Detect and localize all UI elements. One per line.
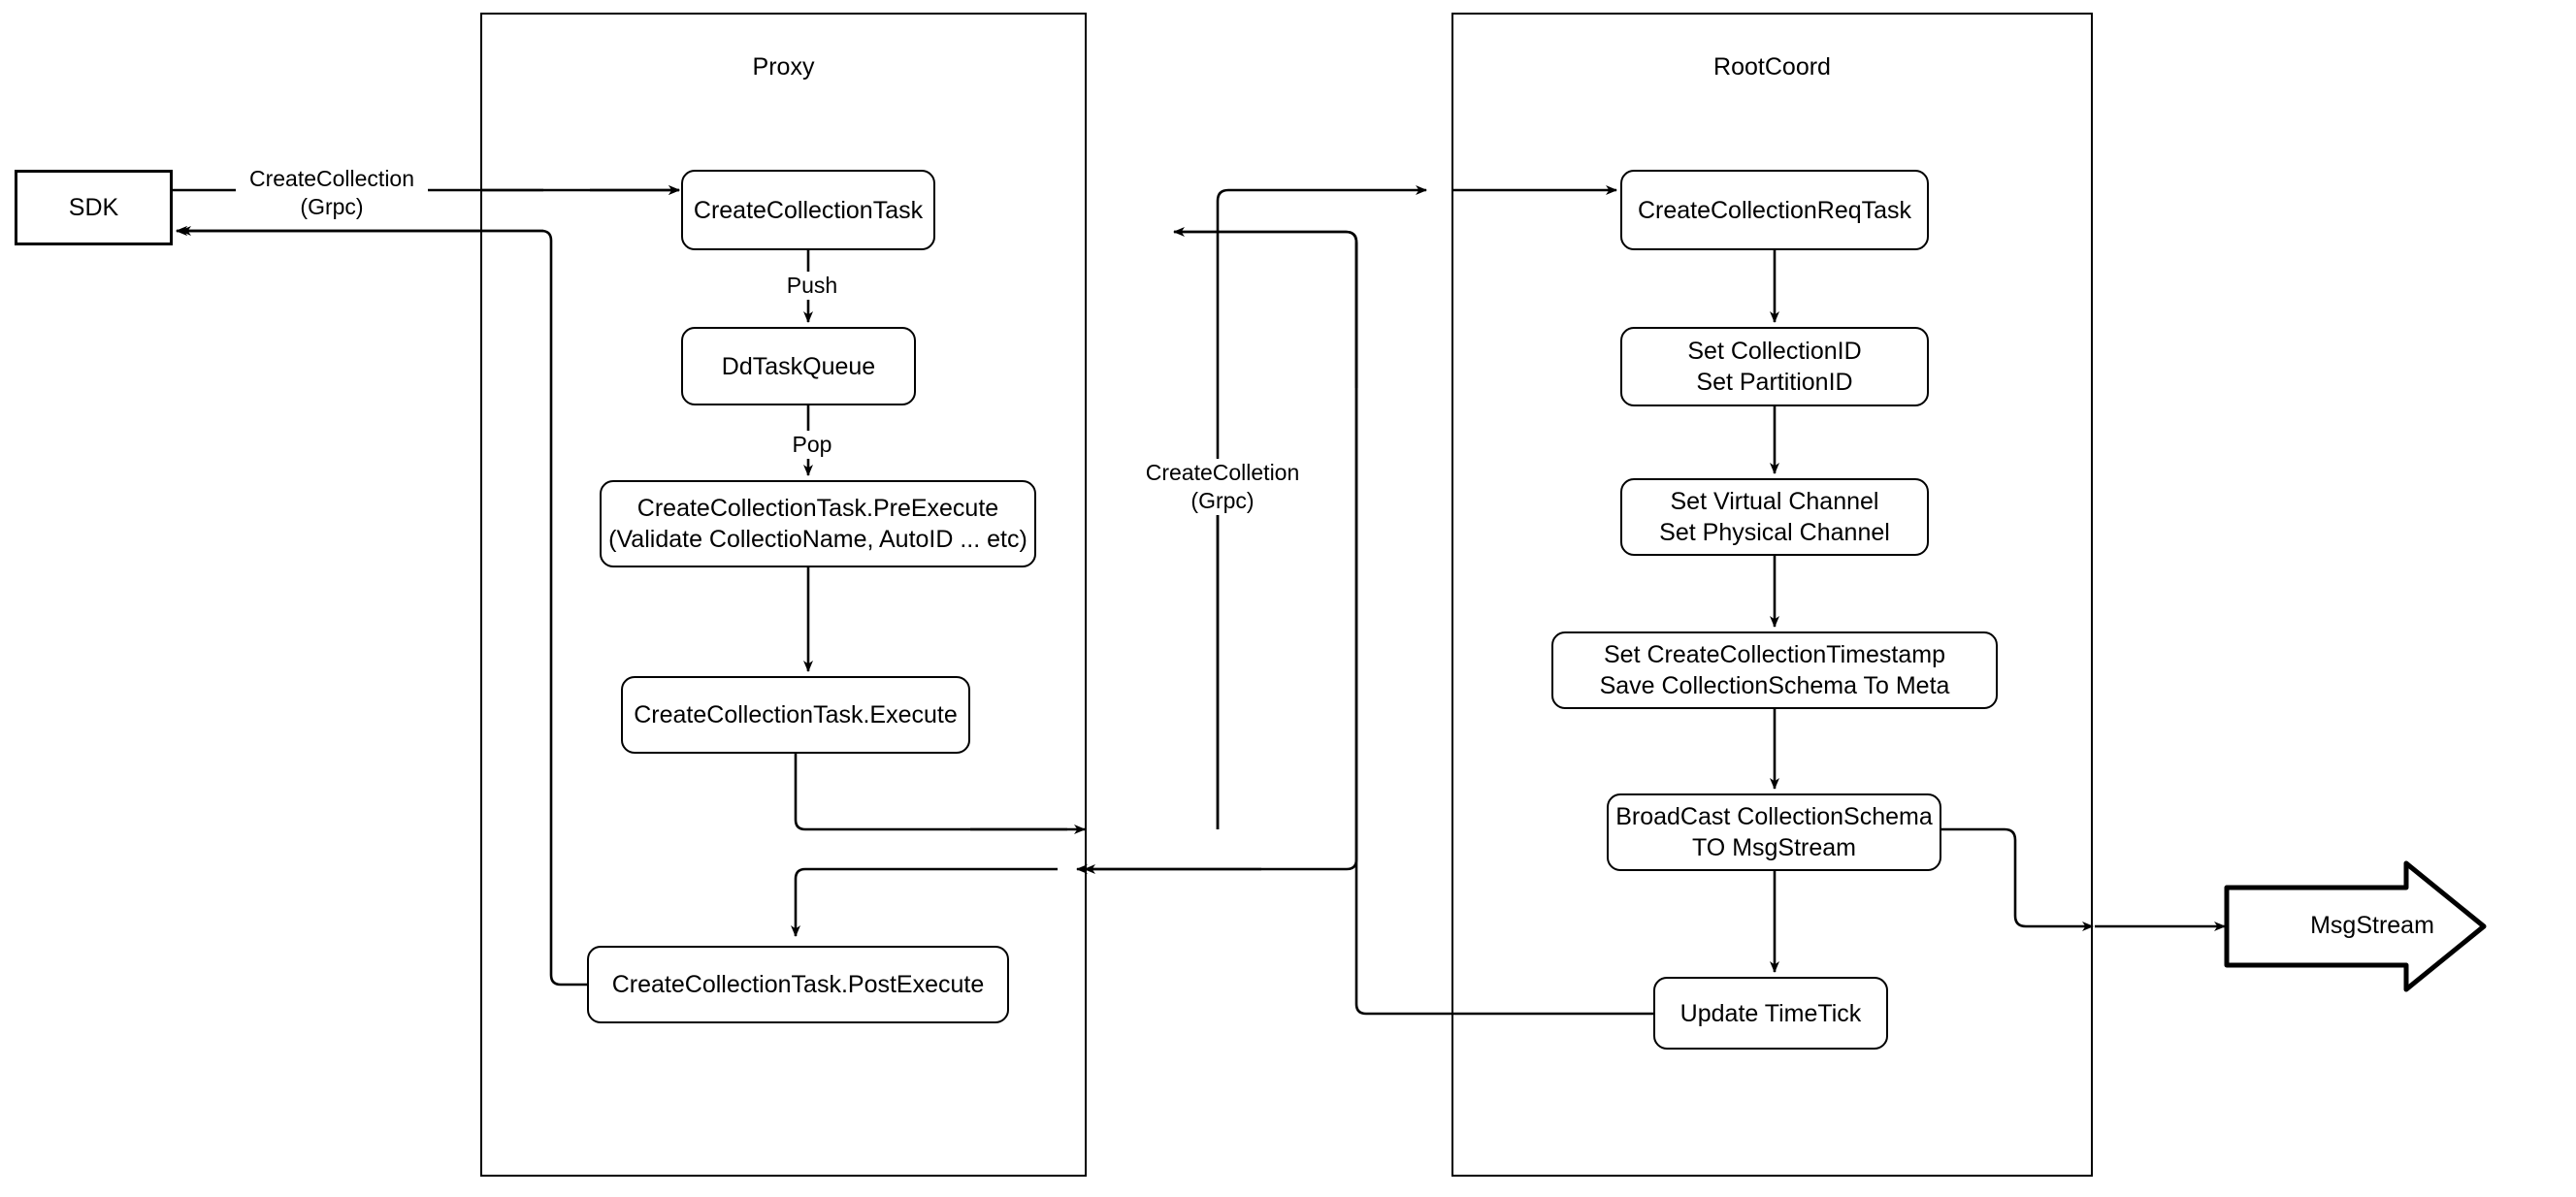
node-post-execute[interactable]: CreateCollectionTask.PostExecute <box>587 946 1009 1023</box>
wire-postexecute-to-sdk <box>179 226 587 987</box>
edge-label-push: Push <box>766 272 858 300</box>
edge-label-sdk-to-proxy: CreateCollection (Grpc) <box>236 165 428 221</box>
node-set-timestamp[interactable]: Set CreateCollectionTimestamp Save Colle… <box>1551 631 1998 709</box>
node-create-collection-req-task[interactable]: CreateCollectionReqTask <box>1620 170 1929 250</box>
wire-execute-to-rootcoord <box>794 754 1067 831</box>
node-pre-execute[interactable]: CreateCollectionTask.PreExecute (Validat… <box>600 480 1036 567</box>
container-rootcoord <box>1451 13 2093 1177</box>
wire-rootcoord-return <box>1174 230 1358 388</box>
msgstream-arrow-shape <box>2224 860 2487 992</box>
node-execute[interactable]: CreateCollectionTask.Execute <box>621 676 970 754</box>
edge-label-proxy-to-rootcoord: CreateColletion (Grpc) <box>1128 459 1317 515</box>
node-update-timetick[interactable]: Update TimeTick <box>1653 977 1888 1050</box>
wire-return-to-postexecute <box>791 867 1058 937</box>
wire-grpc-riser <box>1216 185 1427 829</box>
edge-label-pop: Pop <box>771 431 853 459</box>
node-create-collection-task[interactable]: CreateCollectionTask <box>681 170 935 250</box>
container-proxy <box>480 13 1087 1177</box>
container-rootcoord-title: RootCoord <box>1713 53 1831 81</box>
node-sdk[interactable]: SDK <box>15 170 173 245</box>
node-set-ids[interactable]: Set CollectionID Set PartitionID <box>1620 327 1929 406</box>
node-set-channels[interactable]: Set Virtual Channel Set Physical Channel <box>1620 478 1929 556</box>
container-proxy-title: Proxy <box>752 53 815 81</box>
node-dd-task-queue[interactable]: DdTaskQueue <box>681 327 916 405</box>
msgstream-label: MsgStream <box>2310 912 2434 939</box>
node-broadcast[interactable]: BroadCast CollectionSchema TO MsgStream <box>1607 793 1941 871</box>
wire-return-to-proxy <box>1076 243 1358 874</box>
wire-broadcast-to-msgstream <box>1941 827 2094 931</box>
